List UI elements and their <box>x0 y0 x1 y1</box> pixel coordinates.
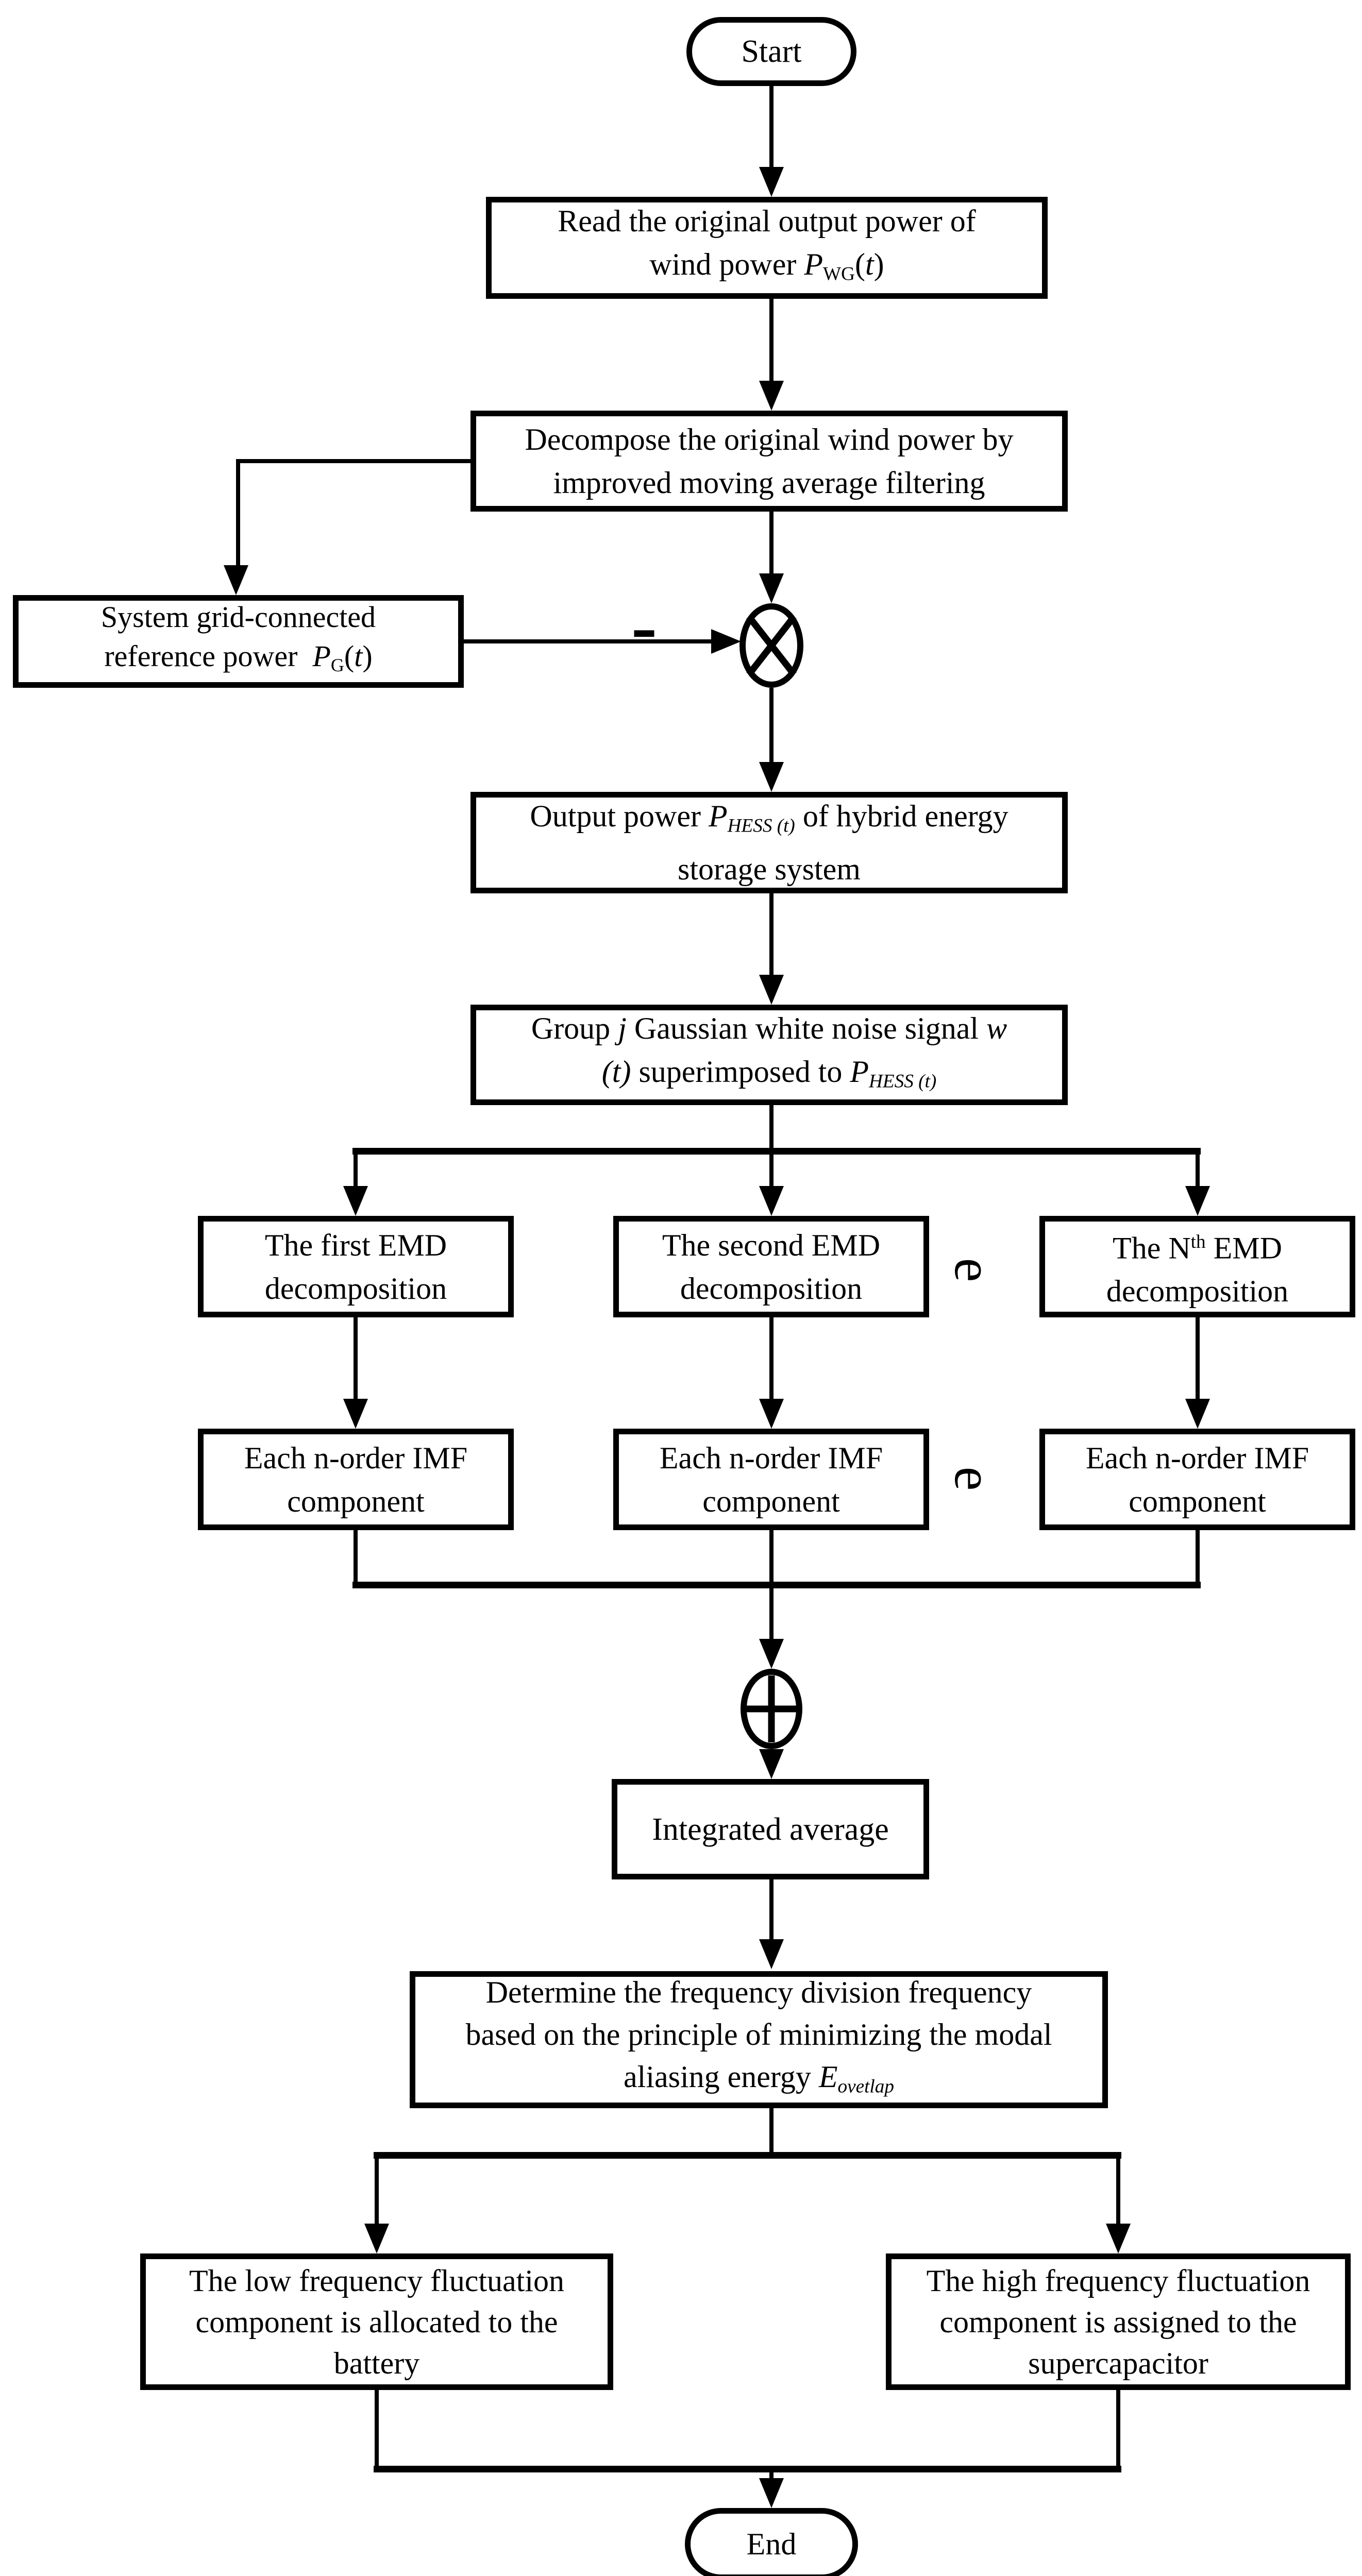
drop-to-emd-first <box>354 1155 358 1187</box>
connector-emd-first-to-imf <box>354 1317 358 1400</box>
connector-read-to-decompose <box>769 299 774 382</box>
arrowhead-into-reference <box>224 565 248 595</box>
connector-low-frequency-to-join <box>375 2390 379 2472</box>
frequency-division-box: Determine the frequency division frequen… <box>410 1971 1108 2108</box>
connector-determine-to-branch <box>769 2108 774 2159</box>
arrowhead-into-emd-first <box>343 1186 368 1216</box>
arrowhead-into-emd-second <box>759 1186 784 1216</box>
drop-to-emd-nth <box>1196 1155 1200 1187</box>
ellipsis-glyph-emd: e <box>944 1258 1004 1282</box>
connector-imf-first-to-merge <box>354 1530 358 1588</box>
start-terminal: Start <box>686 17 856 86</box>
arrowhead-into-sum <box>759 1639 784 1669</box>
arrowhead-into-output <box>759 762 784 792</box>
arrowhead-into-imf-second <box>759 1399 784 1429</box>
gaussian-noise-box: Group j Gaussian white noise signal w(t)… <box>470 1005 1068 1105</box>
arrowhead-into-multiply-left <box>711 629 741 654</box>
arrowhead-into-integrated <box>759 1749 784 1779</box>
connector-join-to-end <box>769 2472 774 2479</box>
branch-line-emd <box>352 1148 1201 1155</box>
drop-to-high-frequency <box>1116 2159 1120 2225</box>
arrowhead-into-determine <box>759 1939 784 1969</box>
connector-start-to-read <box>769 86 774 168</box>
arrowhead-into-imf-first <box>343 1399 368 1429</box>
drop-to-low-frequency <box>375 2159 379 2225</box>
branch-line-frequency <box>374 2152 1121 2159</box>
sum-junction-icon <box>741 1669 802 1749</box>
connector-decompose-to-reference-horizontal <box>236 459 473 463</box>
connector-output-to-group <box>769 893 774 976</box>
connector-reference-to-multiply <box>464 639 711 643</box>
connector-decompose-to-multiply <box>769 512 774 574</box>
arrowhead-into-read <box>759 167 784 197</box>
arrowhead-into-imf-nth <box>1185 1399 1210 1429</box>
connector-imf-second-to-merge <box>769 1530 774 1588</box>
connector-integrated-to-determine <box>769 1879 774 1940</box>
drop-to-emd-second <box>769 1155 774 1187</box>
connector-multiply-to-output <box>769 688 774 763</box>
connector-group-to-branch <box>769 1105 774 1155</box>
arrowhead-into-emd-nth <box>1185 1186 1210 1216</box>
multiply-junction-icon <box>739 603 803 688</box>
arrowhead-into-multiply-top <box>759 573 784 603</box>
connector-high-frequency-to-join <box>1116 2390 1120 2472</box>
arrowhead-into-low-frequency <box>364 2224 389 2253</box>
integrated-average-box: Integrated average <box>612 1779 929 1879</box>
connector-emd-second-to-imf <box>769 1317 774 1400</box>
ellipsis-glyph-imf: e <box>944 1466 1004 1491</box>
plus-stroke-icon <box>768 1675 775 1742</box>
arrowhead-into-high-frequency <box>1106 2224 1131 2253</box>
join-line-end <box>374 2466 1121 2472</box>
connector-merge-to-sum <box>769 1588 774 1640</box>
arrowhead-into-end <box>759 2478 784 2508</box>
connector-decompose-to-reference-vertical <box>236 459 240 567</box>
end-terminal: End <box>685 2508 858 2576</box>
arrowhead-into-decompose <box>759 381 784 411</box>
minus-sign: - <box>631 583 657 669</box>
connector-emd-nth-to-imf <box>1196 1317 1200 1400</box>
arrowhead-into-group <box>759 975 784 1005</box>
merge-line-imf <box>352 1582 1201 1588</box>
connector-imf-nth-to-merge <box>1196 1530 1200 1588</box>
